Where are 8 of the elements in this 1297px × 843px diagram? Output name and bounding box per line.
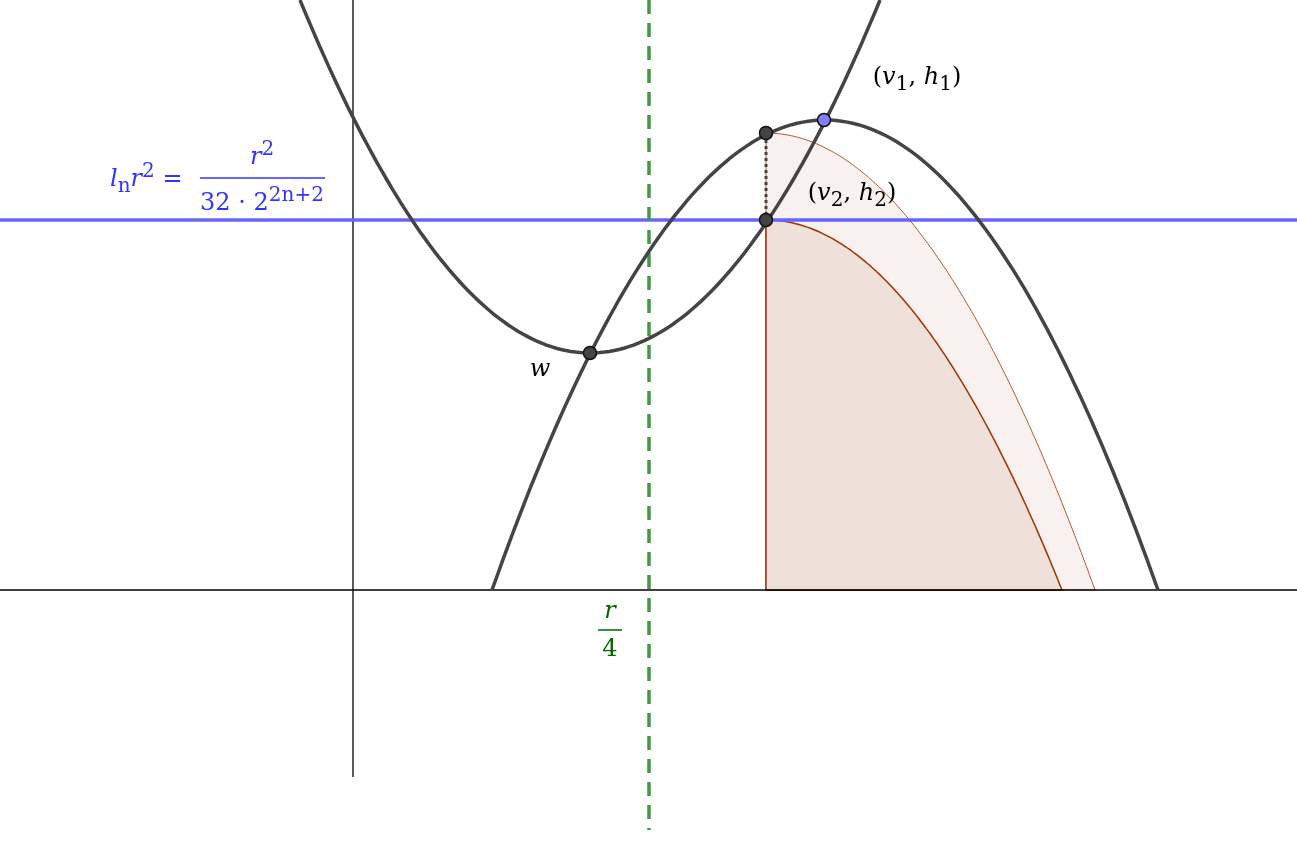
formula-text: l$_{n}$r$^{2}$ =: [110, 160, 183, 195]
point-label: (v$_{2}$, h$_{2}$): [807, 180, 897, 209]
point-label: w: [529, 356, 551, 380]
formula-numerator: r$^{2}$: [249, 138, 275, 168]
formula-denominator: 32 · 2$^{2n+2}$: [200, 184, 324, 214]
fraction-denominator: 4: [602, 636, 618, 660]
point-label: (v$_{1}$, h$_{1}$): [872, 64, 962, 93]
fraction-numerator: r: [604, 598, 616, 622]
